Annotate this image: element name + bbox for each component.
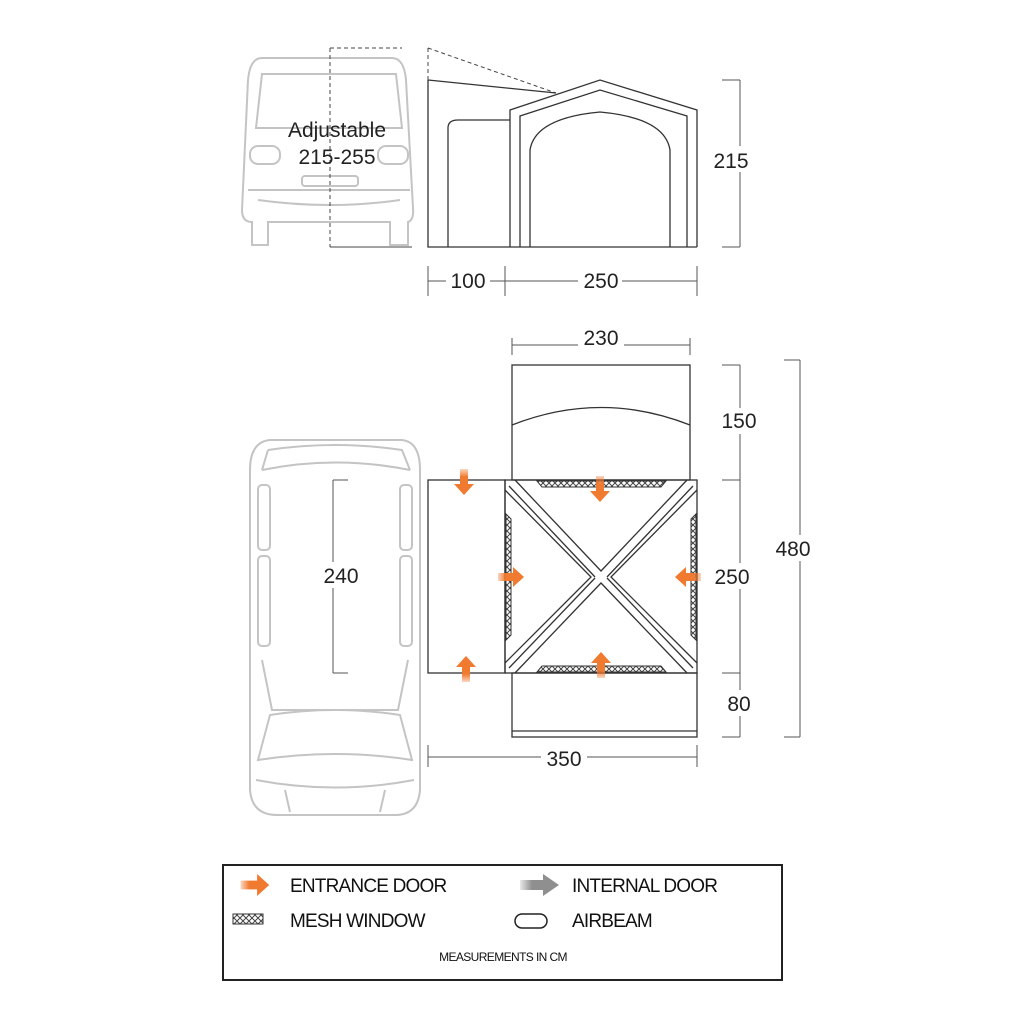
top-width: 230 xyxy=(583,327,618,350)
van-rear-view: Adjustable 215-255 xyxy=(240,47,415,248)
legend-airbeam: AIRBEAM xyxy=(572,911,652,932)
adjustable-label: Adjustable xyxy=(288,119,386,142)
total-depth: 480 xyxy=(775,538,810,561)
height-label: 215 xyxy=(713,150,748,173)
van-length: 240 xyxy=(323,565,358,588)
legend-mesh-window: MESH WINDOW xyxy=(290,911,426,932)
adjustable-range: 215-255 xyxy=(298,146,375,169)
tent-plan-view: 230 150 250 80 4 xyxy=(427,326,818,771)
van-top-view: 240 xyxy=(249,439,421,816)
legend-entrance-door: ENTRANCE DOOR xyxy=(290,876,446,897)
front-depth: 150 xyxy=(721,410,756,433)
total-width: 350 xyxy=(546,748,581,771)
legend-internal-door: INTERNAL DOOR xyxy=(572,876,717,897)
internal-door-arrow-icon xyxy=(520,874,559,896)
tent-side-view: 215 100 250 xyxy=(427,47,752,296)
mesh-window-icon xyxy=(232,913,264,925)
legend: ENTRANCE DOOR INTERNAL DOOR MESH WINDOW … xyxy=(222,864,783,981)
measurements-note: MEASUREMENTS IN CM xyxy=(439,950,567,964)
annex-width: 100 xyxy=(450,270,485,293)
rear-depth: 80 xyxy=(727,693,750,716)
main-depth: 250 xyxy=(714,566,749,589)
main-width: 250 xyxy=(583,270,618,293)
airbeam-icon xyxy=(514,913,548,929)
